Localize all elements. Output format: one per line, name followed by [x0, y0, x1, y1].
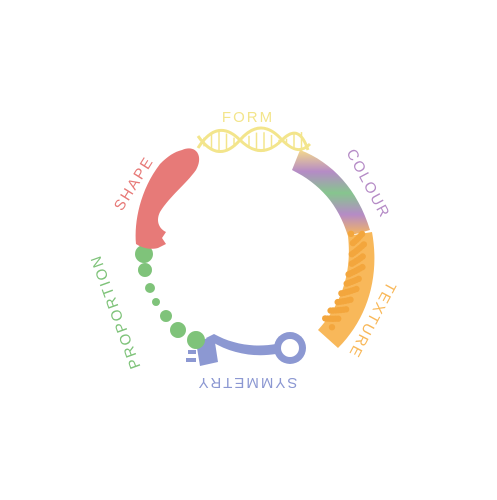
form-segment [196, 126, 312, 153]
key-hole [281, 339, 299, 357]
texture-bump [345, 271, 352, 278]
texture-bump [334, 298, 341, 306]
dna-strand-a [196, 129, 310, 152]
shape-segment [135, 148, 200, 249]
texture-bump [338, 290, 345, 297]
texture-bump [328, 324, 336, 331]
proportion-dot-3 [145, 283, 155, 293]
label-form: FORM [222, 109, 274, 126]
proportion-dot-1 [135, 245, 153, 263]
key-teeth [186, 336, 218, 366]
proportion-dot-7 [187, 331, 205, 349]
texture-bump [348, 251, 355, 258]
proportion-dot-5 [160, 310, 172, 322]
proportion-dot-2 [138, 263, 152, 277]
proportion-dot-4 [152, 298, 160, 306]
texture-bump [347, 230, 355, 237]
symmetry-segment [186, 332, 306, 366]
key-shaft [206, 334, 276, 356]
texture-bump [327, 307, 334, 314]
texture-bump [343, 280, 350, 287]
texture-bump [348, 260, 355, 267]
colour-segment [292, 150, 370, 236]
texture-bumps [322, 230, 368, 331]
texture-bump [322, 315, 329, 322]
texture-segment [318, 230, 375, 348]
proportion-dot-6 [170, 322, 186, 338]
texture-bump [349, 239, 357, 247]
dna-rungs [203, 132, 303, 152]
proportion-segment [135, 245, 205, 349]
label-proportion: PROPORTION [87, 252, 144, 371]
label-symmetry: SYMMETRY [197, 374, 298, 391]
